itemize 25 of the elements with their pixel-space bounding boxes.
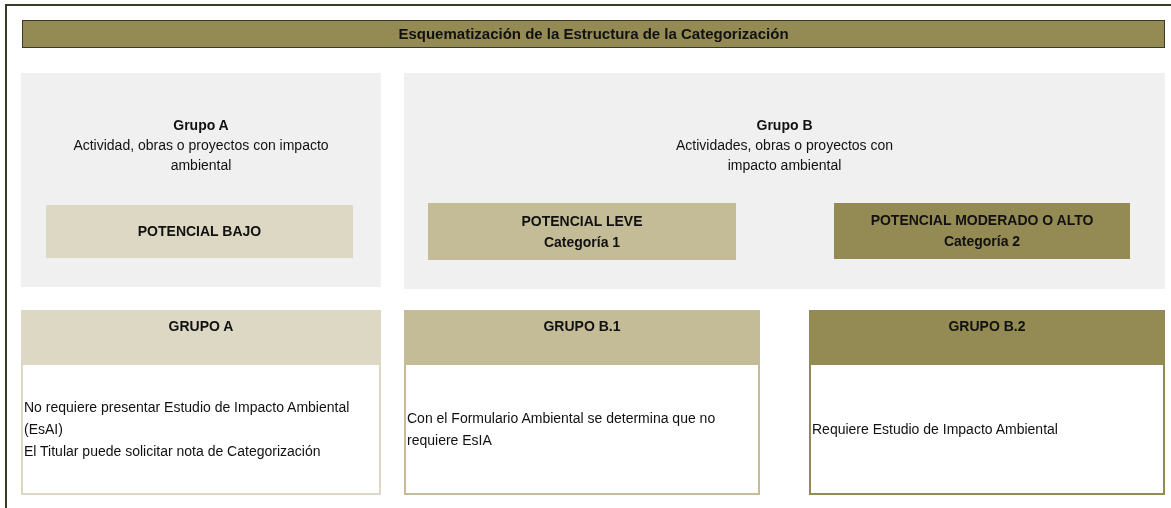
group-heading: Grupo A (173, 116, 229, 135)
requirement-text: No requiere presentar Estudio de Impacto Ambiental (EsAI) (24, 398, 351, 439)
category-box (428, 203, 736, 260)
category-label: Categoría 1 (543, 232, 621, 252)
group-card (21, 310, 381, 495)
category-label: Categoría 2 (943, 232, 1021, 251)
category-box (46, 205, 353, 258)
group-panel (404, 73, 1165, 289)
group-card (404, 310, 760, 495)
requirement-text: Requiere Estudio de Impacto Ambiental (812, 420, 1059, 439)
category-label: POTENCIAL MODERADO O ALTO (870, 211, 1094, 230)
group-heading: Grupo B (756, 116, 813, 135)
requirement-text: El Titular puede solicitar nota de Categorización (24, 442, 322, 461)
group-card (809, 310, 1165, 495)
group-description: Actividades, obras o proyectos con impacto ambiental (674, 136, 895, 175)
category-label: POTENCIAL BAJO (137, 222, 262, 241)
group-description: Actividad, obras o proyectos con impacto ambiental (72, 136, 330, 175)
requirement-text: Con el Formulario Ambiental se determina que no requiere EsIA (407, 409, 717, 450)
category-label: POTENCIAL LEVE (521, 211, 643, 231)
card-title: GRUPO B.1 (543, 317, 621, 336)
diagram-title: Esquematización de la Estructura de la Categorización (398, 23, 789, 44)
card-title: GRUPO A (168, 317, 234, 336)
category-box (834, 203, 1130, 259)
group-panel (21, 73, 381, 287)
card-title: GRUPO B.2 (948, 317, 1026, 336)
